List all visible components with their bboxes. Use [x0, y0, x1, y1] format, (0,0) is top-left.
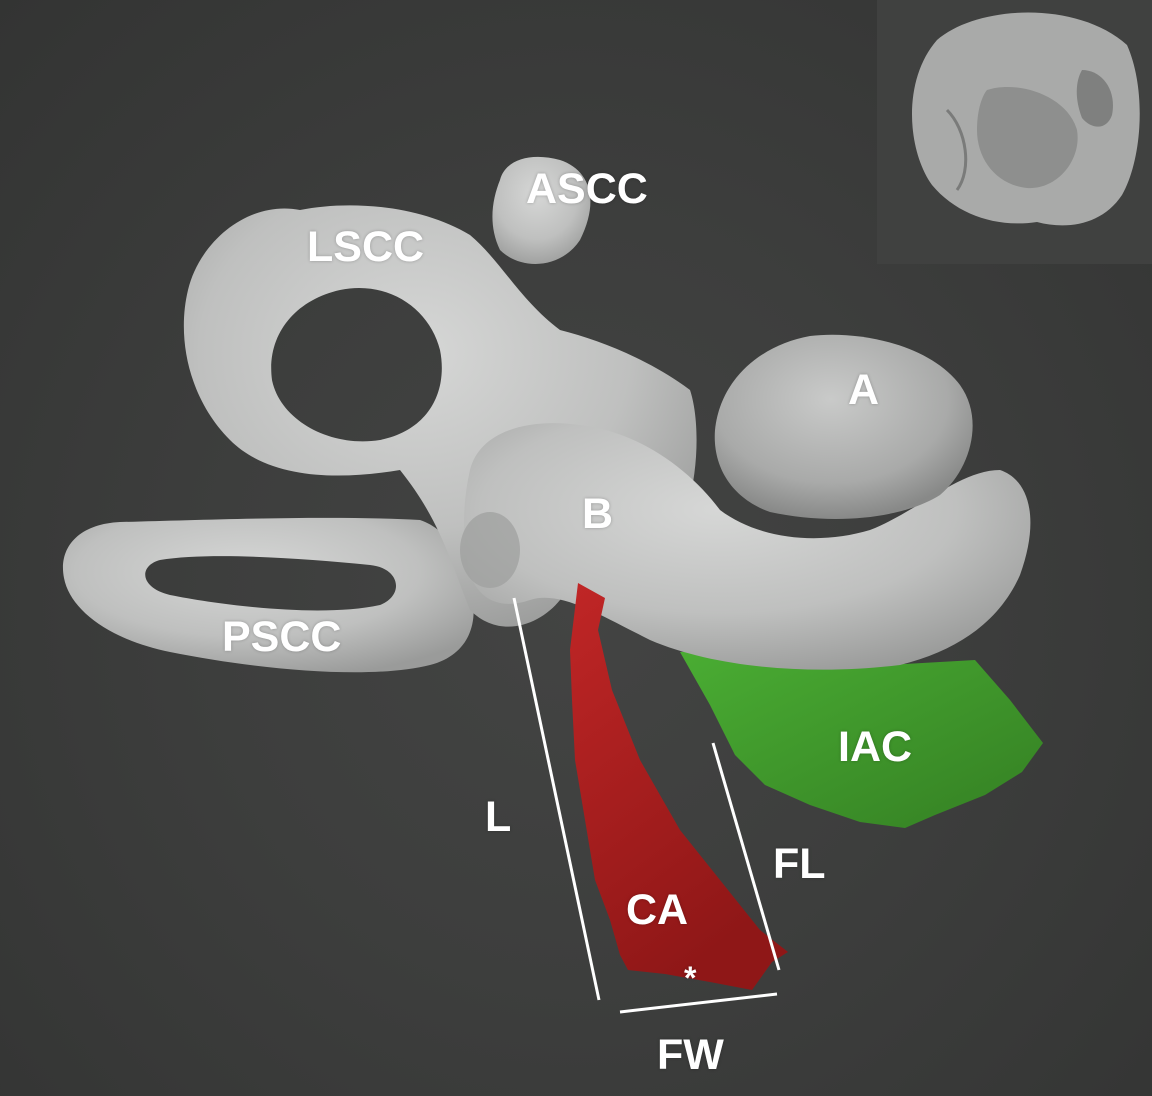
measurement-line-fl [711, 742, 781, 971]
label-b: B [582, 490, 614, 538]
label-ca: CA [626, 886, 689, 934]
label-fw: FW [657, 1031, 724, 1079]
skull-thumbnail-icon [912, 12, 1140, 226]
cochlear-aqueduct [570, 583, 788, 990]
bony-labyrinth [62, 156, 1031, 673]
label-pscc: PSCC [222, 613, 342, 661]
measurement-line-fw [619, 992, 778, 1014]
cochlea-basal-turn [464, 423, 1031, 670]
label-asterisk: * [684, 960, 697, 996]
anterior-canal [492, 156, 591, 264]
measurement-line-l [512, 597, 601, 1001]
label-l: L [485, 793, 512, 841]
label-lscc: LSCC [307, 223, 425, 271]
internal-auditory-canal [680, 650, 1043, 828]
round-window [460, 512, 520, 588]
label-fl: FL [773, 840, 826, 888]
orientation-inset [877, 0, 1152, 264]
cochlea-apex [714, 334, 973, 519]
label-ascc: ASCC [526, 165, 648, 213]
posterior-canal [62, 517, 474, 673]
label-iac: IAC [838, 723, 913, 771]
label-a: A [848, 366, 880, 414]
